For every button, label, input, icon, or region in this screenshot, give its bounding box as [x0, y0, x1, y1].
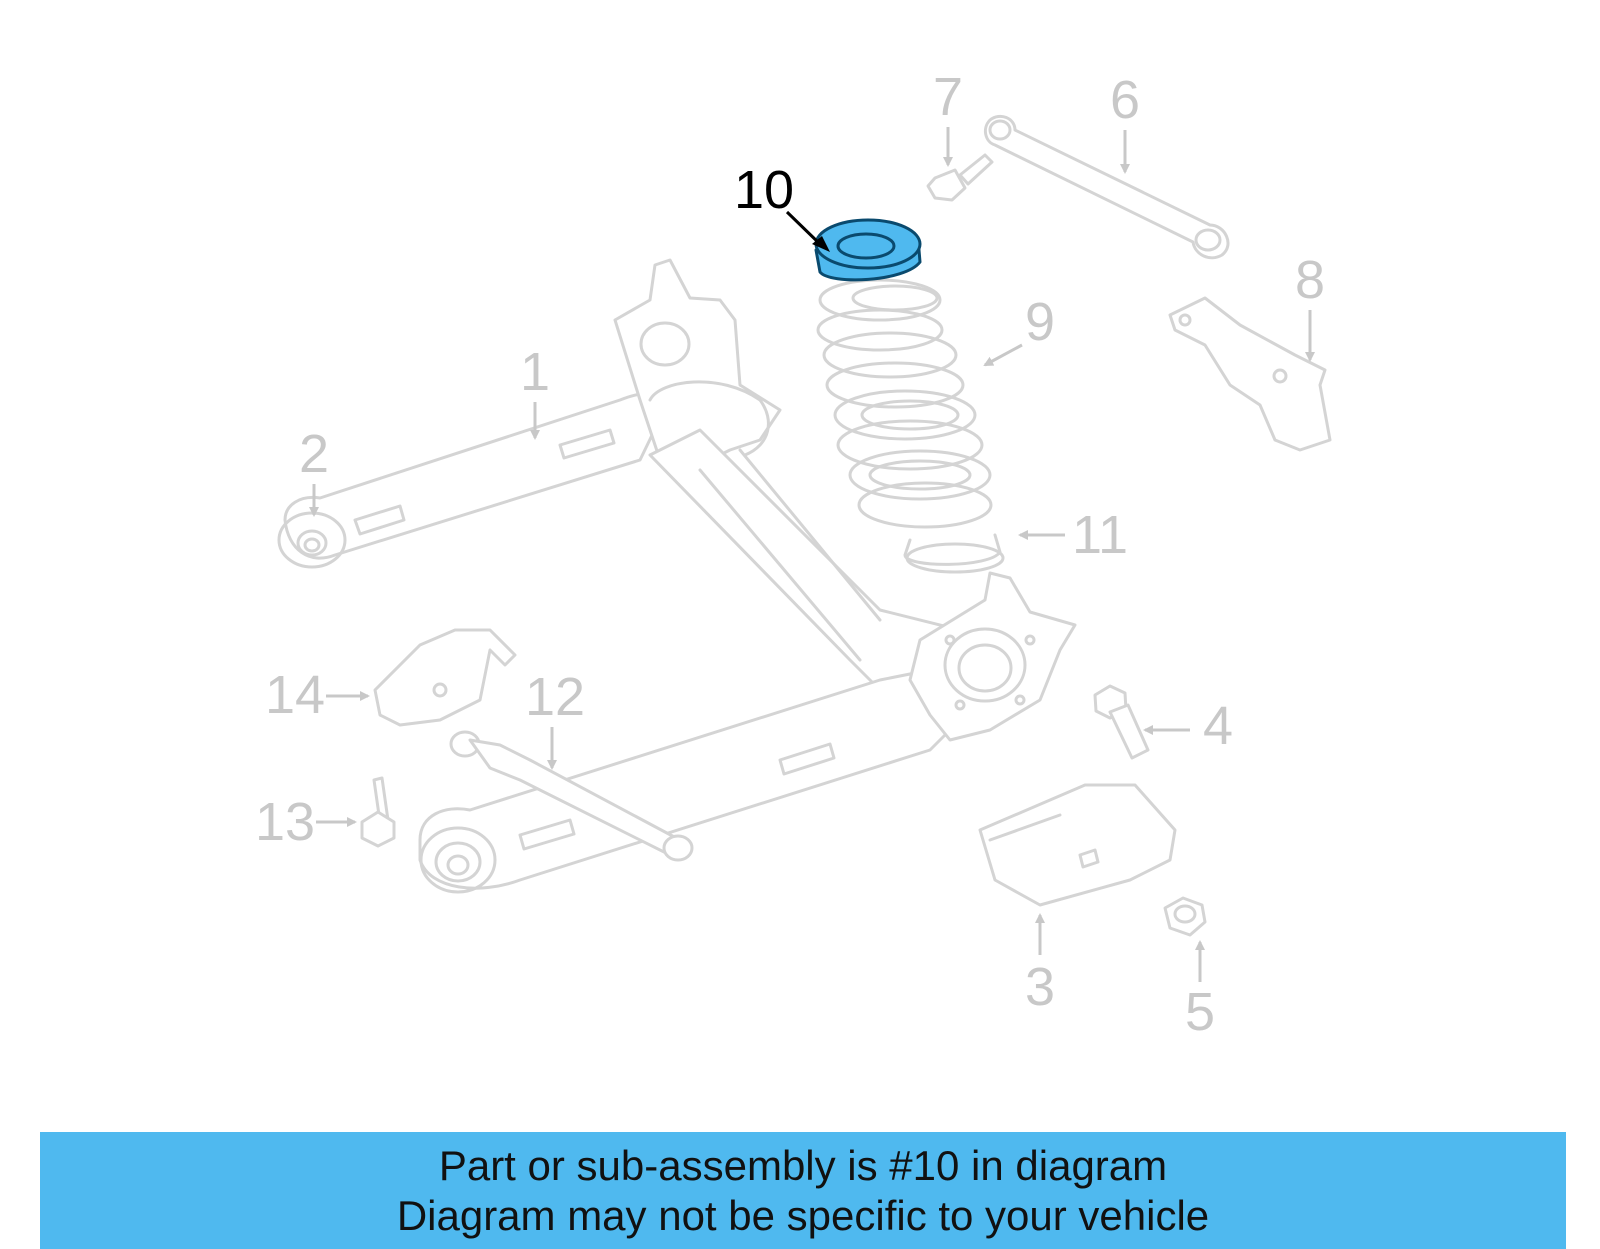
- callout-1: 1: [520, 342, 550, 440]
- callout-10: 10: [734, 160, 830, 252]
- callout-7: 7: [933, 67, 963, 167]
- callout-3: 3: [1025, 913, 1055, 1017]
- svg-text:7: 7: [933, 67, 963, 127]
- part-7-bolt: [926, 153, 994, 202]
- callout-8: 8: [1295, 250, 1325, 362]
- svg-text:11: 11: [1072, 505, 1128, 565]
- svg-text:10: 10: [734, 160, 794, 220]
- callout-9: 9: [983, 292, 1055, 367]
- part-14-bracket: [373, 628, 517, 727]
- part-6-lateral-link: [983, 114, 1230, 260]
- banner-line-part-number: Part or sub-assembly is #10 in diagram: [438, 1141, 1168, 1189]
- callout-11: 11: [1018, 505, 1128, 565]
- part-8-bracket: [1168, 296, 1332, 452]
- svg-text:9: 9: [1025, 292, 1055, 352]
- svg-text:8: 8: [1295, 250, 1325, 310]
- callout-6: 6: [1110, 70, 1140, 174]
- part-3-mount: [978, 783, 1177, 907]
- callout-4: 4: [1143, 696, 1233, 756]
- svg-text:5: 5: [1185, 982, 1215, 1042]
- callout-12: 12: [525, 667, 585, 770]
- svg-text:4: 4: [1203, 696, 1233, 756]
- part-5-nut: [1163, 896, 1207, 937]
- part-12-shock-absorber: [449, 730, 694, 862]
- part-9-coil-spring: [816, 278, 993, 529]
- callout-5: 5: [1185, 940, 1215, 1042]
- svg-text:2: 2: [299, 424, 329, 484]
- part-knuckle-plate: [908, 571, 1077, 742]
- svg-text:13: 13: [255, 792, 315, 852]
- svg-text:3: 3: [1025, 957, 1055, 1017]
- part-13-bolt: [360, 776, 396, 848]
- part-1-trailing-arm-upper: [277, 391, 672, 569]
- svg-text:6: 6: [1110, 70, 1140, 130]
- callout-2: 2: [299, 424, 329, 517]
- callout-14: 14: [265, 665, 370, 725]
- svg-text:12: 12: [525, 667, 585, 727]
- part-11-lower-spring-seat: [903, 533, 1005, 574]
- callout-13: 13: [255, 792, 357, 852]
- info-banner: Part or sub-assembly is #10 in diagram D…: [40, 1132, 1566, 1249]
- svg-text:1: 1: [520, 342, 550, 402]
- part-10-spring-insulator: [814, 218, 922, 282]
- part-4-bolt: [1093, 684, 1150, 760]
- svg-text:14: 14: [265, 665, 325, 725]
- part-lower-trailing-arm: [418, 668, 962, 894]
- banner-line-disclaimer: Diagram may not be specific to your vehi…: [396, 1191, 1210, 1239]
